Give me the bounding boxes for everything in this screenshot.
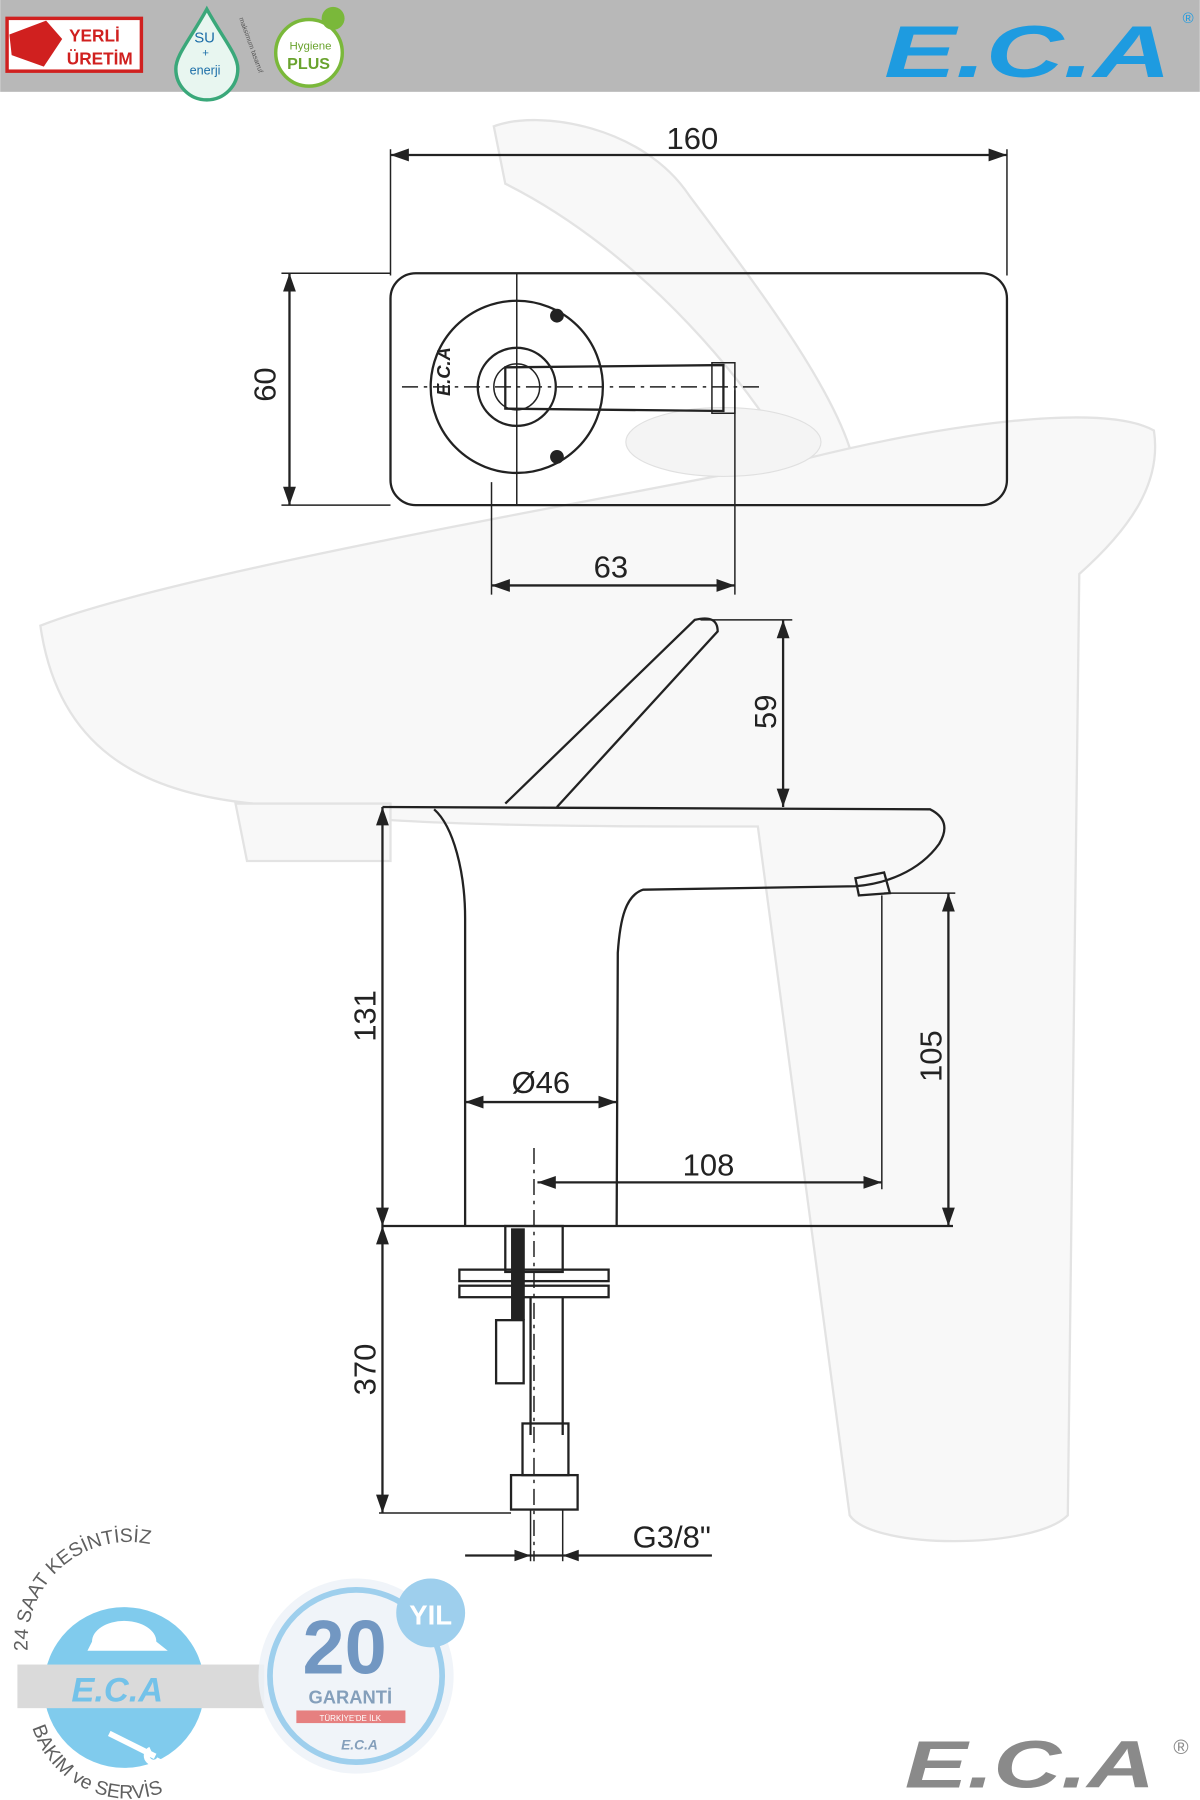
dim-59-label: 59 bbox=[748, 695, 783, 729]
eca-logo-footer: E.C.A ® bbox=[905, 1728, 1189, 1800]
eca-logo-header: E.C.A ® bbox=[884, 10, 1193, 93]
dimension-59: 59 bbox=[700, 619, 793, 808]
dimension-60: 60 bbox=[248, 272, 391, 506]
footer-registered-mark: ® bbox=[1173, 1736, 1188, 1759]
su-text: SU bbox=[194, 29, 215, 46]
service-logo: E.C.A bbox=[71, 1671, 163, 1709]
dim-160-label: 160 bbox=[667, 121, 719, 156]
eca-logo-text: E.C.A bbox=[884, 10, 1171, 93]
dimension-thread: G3/8" bbox=[465, 1519, 712, 1562]
wrench-icon bbox=[107, 1730, 163, 1766]
dim-108-label: 108 bbox=[683, 1148, 735, 1183]
dimension-108: 108 bbox=[537, 895, 883, 1190]
dim-63-label: 63 bbox=[594, 549, 628, 584]
faucet-photo-ghost bbox=[39, 118, 1157, 1543]
warranty-years: 20 bbox=[302, 1606, 386, 1691]
dim-60-label: 60 bbox=[248, 367, 283, 401]
dimension-105: 105 bbox=[884, 892, 956, 1227]
hygiene-plus-badge: Hygiene PLUS bbox=[273, 6, 345, 88]
warranty-logo: E.C.A bbox=[341, 1737, 378, 1752]
dimension-diameter-46: Ø46 bbox=[465, 1065, 617, 1109]
side-view bbox=[382, 617, 953, 1562]
dim-131-label: 131 bbox=[348, 990, 383, 1042]
warranty-badge: YIL 20 GARANTİ TÜRKİYE'DE İLK E.C.A bbox=[258, 1578, 466, 1774]
dimension-63: 63 bbox=[490, 390, 736, 595]
dim-370-label: 370 bbox=[348, 1344, 383, 1396]
service-badge: E.C.A 24 SAAT KESİNTİSİZ BAKIM ve SERVİS bbox=[10, 1524, 265, 1800]
dimension-131: 131 bbox=[348, 807, 389, 1227]
dimension-370: 370 bbox=[348, 1226, 512, 1514]
footer-logo-text: E.C.A bbox=[905, 1728, 1155, 1800]
dim-46-label: Ø46 bbox=[512, 1065, 571, 1100]
enerji-text: enerji bbox=[190, 64, 221, 78]
top-view: E.C.A bbox=[389, 272, 1009, 507]
dim-thread-label: G3/8" bbox=[633, 1519, 711, 1554]
hygiene-text: Hygiene bbox=[289, 40, 331, 52]
registered-mark: ® bbox=[1183, 10, 1194, 27]
plus-label: PLUS bbox=[287, 55, 330, 73]
warranty-sub: TÜRKİYE'DE İLK bbox=[319, 1714, 381, 1723]
dimension-160: 160 bbox=[389, 121, 1008, 276]
yerli-text: YERLİ bbox=[69, 25, 120, 45]
warranty-label: GARANTİ bbox=[308, 1687, 392, 1708]
dim-105-label: 105 bbox=[914, 1030, 949, 1082]
flower-icon bbox=[321, 6, 345, 30]
plus-text: + bbox=[202, 47, 209, 59]
base-logo: E.C.A bbox=[433, 347, 454, 396]
yerli-uretim-badge: YERLİ ÜRETİM bbox=[5, 16, 144, 73]
handshake-icon bbox=[9, 20, 63, 67]
helmet-icon bbox=[87, 1620, 168, 1651]
uretim-text: ÜRETİM bbox=[67, 48, 133, 68]
warranty-unit: YIL bbox=[409, 1599, 452, 1630]
